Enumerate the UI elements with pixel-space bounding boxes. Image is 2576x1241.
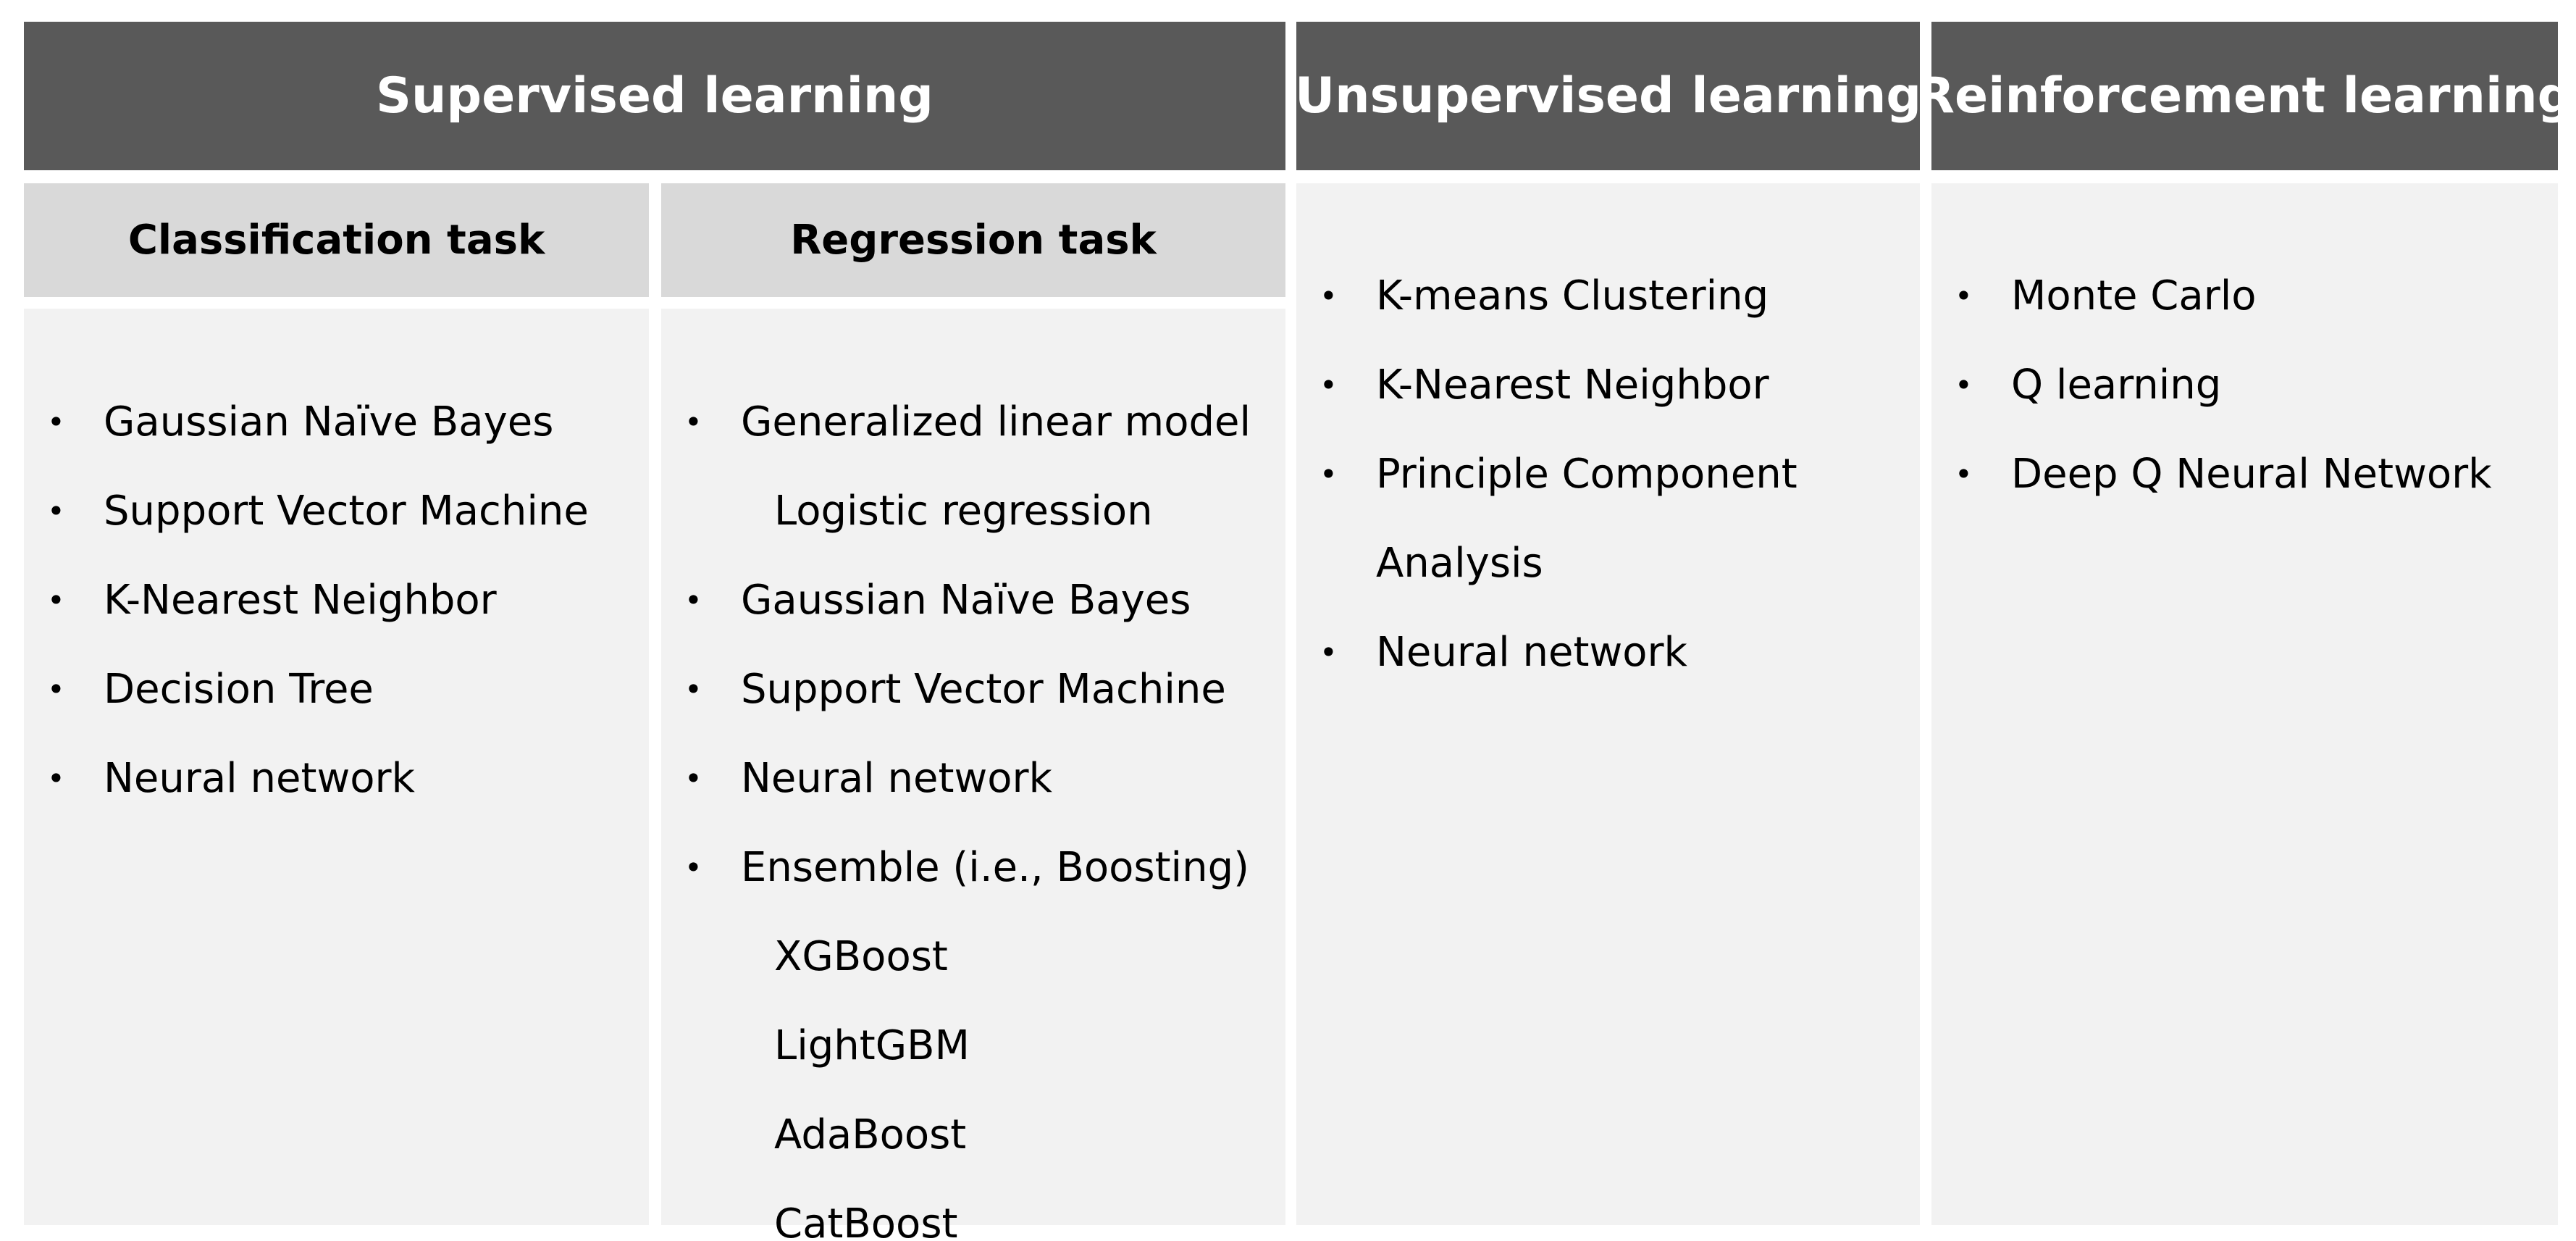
bullet-icon: • (47, 404, 65, 440)
regression-item: LightGBM (661, 1001, 1285, 1090)
unsupervised-item-label: Principle Component (1376, 451, 1797, 498)
bullet-icon: • (1320, 456, 1338, 492)
bullet-icon: • (47, 493, 65, 529)
classification-item: • Support Vector Machine (24, 467, 649, 556)
regression-item: • Generalized linear model (661, 377, 1285, 467)
classification-item-label: Gaussian Naïve Bayes (104, 398, 554, 446)
unsupervised-item-label: K-means Clustering (1376, 272, 1769, 319)
regression-item-label: LightGBM (774, 1022, 970, 1069)
bullet-icon: • (684, 850, 702, 885)
reinforcement-learning-body: • Monte Carlo • Q learning • Deep Q Neural Ne… (1931, 183, 2558, 1225)
classification-task-title: Classification task (127, 217, 545, 264)
unsupervised-item: • K-Nearest Neighbor (1296, 340, 1920, 430)
bullet-icon: • (1955, 367, 1973, 403)
reinforcement-item: • Q learning (1931, 340, 2558, 430)
reinforcement-item-label: Monte Carlo (2011, 272, 2257, 319)
unsupervised-list: • K-means Clustering • K-Nearest Neighbor • P… (1296, 251, 1920, 697)
regression-item-label: Ensemble (i.e., Boosting) (741, 844, 1249, 891)
regression-item: AdaBoost (661, 1090, 1285, 1179)
unsupervised-item: • Principle Component (1296, 430, 1920, 519)
bullet-icon: • (684, 761, 702, 796)
unsupervised-item-label: K-Nearest Neighbor (1376, 362, 1769, 409)
regression-item: XGBoost (661, 912, 1285, 1001)
classification-item-label: Neural network (104, 755, 415, 802)
bullet-icon: • (47, 761, 65, 796)
regression-item-label: AdaBoost (774, 1111, 967, 1158)
bullet-icon: • (1320, 367, 1338, 403)
regression-item: • Support Vector Machine (661, 645, 1285, 734)
unsupervised-item-label: Analysis (1376, 540, 1543, 587)
bullet-icon: • (684, 404, 702, 440)
unsupervised-item: • K-means Clustering (1296, 251, 1920, 340)
regression-item-label: Logistic regression (774, 488, 1153, 535)
regression-item: Logistic regression (661, 467, 1285, 556)
classification-item: • K-Nearest Neighbor (24, 556, 649, 645)
regression-item-label: Neural network (741, 755, 1052, 802)
supervised-learning-header: Supervised learning (24, 22, 1285, 170)
bullet-icon: • (47, 582, 65, 618)
reinforcement-learning-title: Reinforcement learning (1916, 67, 2573, 125)
classification-item-label: Decision Tree (104, 666, 374, 713)
classification-item-label: K-Nearest Neighbor (104, 577, 497, 624)
regression-item-label: CatBoost (774, 1200, 958, 1241)
unsupervised-item: Analysis (1296, 519, 1920, 608)
regression-task-title: Regression task (790, 217, 1157, 264)
classification-list: • Gaussian Naïve Bayes • Support Vector Mac… (24, 377, 649, 823)
regression-item-label: Generalized linear model (741, 398, 1251, 446)
reinforcement-item-label: Deep Q Neural Network (2011, 451, 2492, 498)
regression-task-header: Regression task (661, 183, 1285, 297)
unsupervised-learning-title: Unsupervised learning (1294, 67, 1922, 125)
reinforcement-list: • Monte Carlo • Q learning • Deep Q Neural Ne… (1931, 251, 2558, 519)
regression-item: • Neural network (661, 734, 1285, 823)
classification-item: • Decision Tree (24, 645, 649, 734)
regression-item: CatBoost (661, 1179, 1285, 1241)
unsupervised-learning-body: • K-means Clustering • K-Nearest Neighbor • P… (1296, 183, 1920, 1225)
bullet-icon: • (684, 582, 702, 618)
unsupervised-item-label: Neural network (1376, 629, 1687, 676)
classification-task-header: Classification task (24, 183, 649, 297)
regression-item: • Ensemble (i.e., Boosting) (661, 823, 1285, 912)
classification-item-label: Support Vector Machine (104, 488, 589, 535)
bullet-icon: • (1320, 278, 1338, 314)
unsupervised-item: • Neural network (1296, 608, 1920, 697)
classification-item: • Neural network (24, 734, 649, 823)
regression-item-label: Support Vector Machine (741, 666, 1226, 713)
reinforcement-item-label: Q learning (2011, 362, 2222, 409)
regression-item-label: XGBoost (774, 933, 948, 980)
regression-item: • Gaussian Naïve Bayes (661, 556, 1285, 645)
bullet-icon: • (684, 672, 702, 707)
reinforcement-learning-header: Reinforcement learning (1917, 22, 2572, 170)
bullet-icon: • (47, 672, 65, 707)
supervised-learning-title: Supervised learning (376, 67, 934, 125)
classification-item: • Gaussian Naïve Bayes (24, 377, 649, 467)
reinforcement-item: • Monte Carlo (1931, 251, 2558, 340)
bullet-icon: • (1320, 635, 1338, 670)
classification-task-body: • Gaussian Naïve Bayes • Support Vector Mac… (24, 309, 649, 1225)
unsupervised-learning-header: Unsupervised learning (1294, 22, 1922, 170)
bullet-icon: • (1955, 456, 1973, 492)
regression-item-label: Gaussian Naïve Bayes (741, 577, 1191, 624)
reinforcement-item: • Deep Q Neural Network (1931, 430, 2558, 519)
bullet-icon: • (1955, 278, 1973, 314)
